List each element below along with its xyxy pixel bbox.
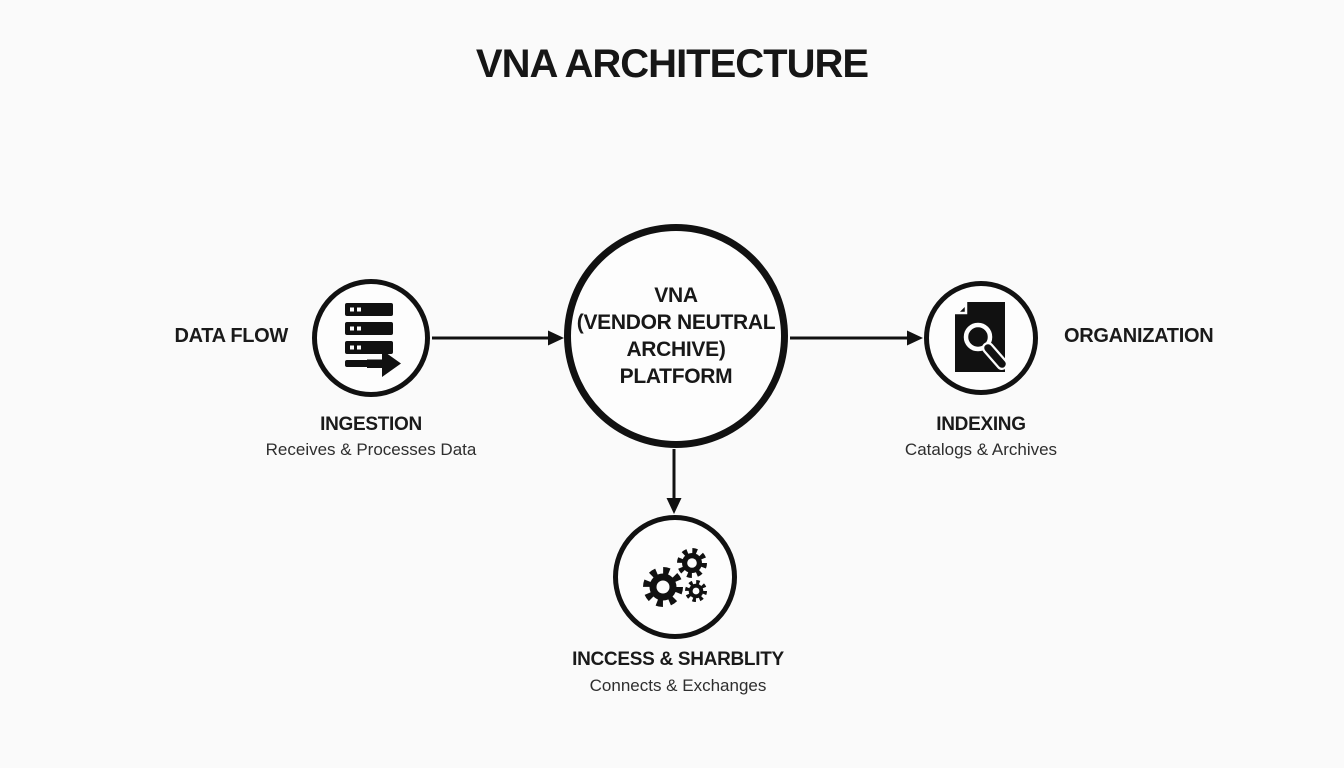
- access-label: INCCESS & SHARBLITY: [572, 649, 784, 670]
- indexing-sublabel: Catalogs & Archives: [904, 440, 1058, 459]
- arrow-platform-to-indexing: [790, 330, 923, 346]
- ingestion-sublabel: Receives & Processes Data: [265, 440, 477, 459]
- vna-platform-line2: (VENDOR NEUTRAL: [576, 311, 776, 334]
- gear-small: [684, 579, 707, 602]
- vna-platform-text: VNA (VENDOR NEUTRAL ARCHIVE) PLATFORM: [577, 282, 776, 390]
- document-search-icon: [953, 300, 1008, 372]
- vna-platform-line4: PLATFORM: [619, 365, 733, 388]
- ingestion-node-circle: [312, 279, 430, 397]
- server-stack-arrow-icon: [345, 303, 401, 377]
- arrow-ingestion-to-platform: [432, 330, 564, 346]
- vna-platform-line3: ARCHIVE): [626, 338, 726, 361]
- gear-medium: [677, 548, 707, 578]
- indexing-label: INDEXING: [936, 414, 1026, 435]
- data-flow-label: DATA FLOW: [174, 325, 288, 347]
- gear-large: [643, 567, 683, 607]
- arrow-platform-to-access: [666, 449, 682, 514]
- vna-platform-circle: VNA (VENDOR NEUTRAL ARCHIVE) PLATFORM: [564, 224, 788, 448]
- organization-label: ORGANIZATION: [1064, 325, 1214, 347]
- access-sublabel: Connects & Exchanges: [589, 676, 767, 695]
- gears-icon: [643, 548, 707, 607]
- page-title: VNA ARCHITECTURE: [475, 42, 869, 86]
- vna-platform-line1: VNA: [654, 284, 698, 307]
- ingestion-label: INGESTION: [320, 414, 422, 435]
